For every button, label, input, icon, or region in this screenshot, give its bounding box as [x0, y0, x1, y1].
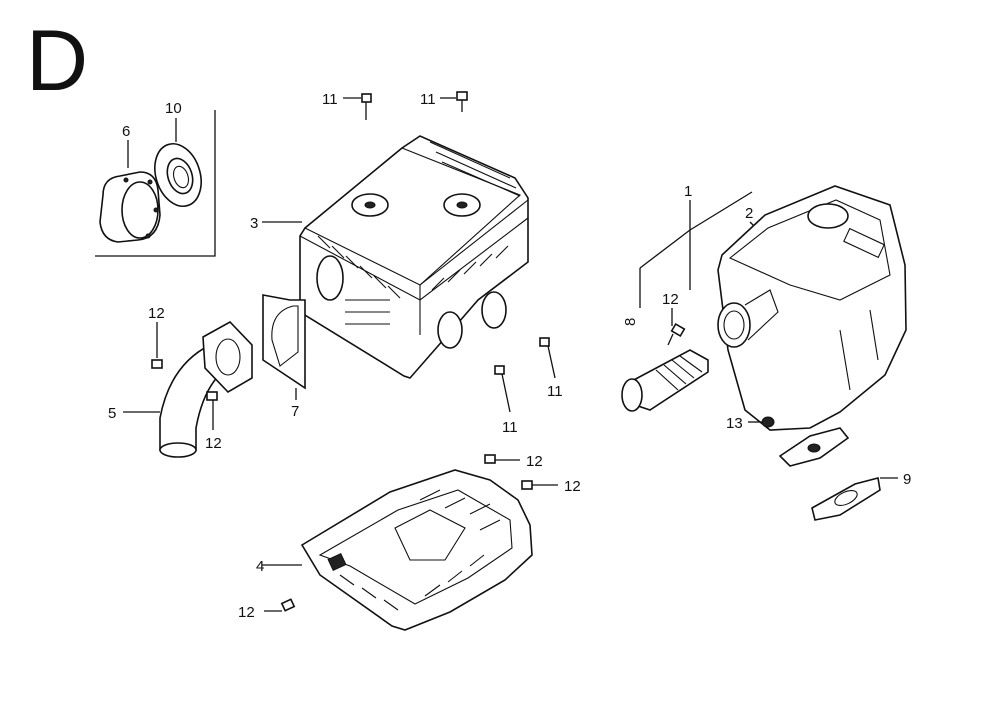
- muffler-gasket: [811, 477, 898, 521]
- callout-10: 10: [165, 100, 182, 117]
- callout-12-pipe-upper: 12: [148, 305, 165, 322]
- callout-6: 6: [122, 123, 130, 140]
- callout-7: 7: [291, 403, 299, 420]
- callout-11-lower-right: 11: [547, 383, 563, 400]
- exhaust-gasket: [262, 294, 306, 400]
- callout-1: 1: [684, 183, 692, 200]
- callout-13: 13: [726, 415, 743, 432]
- nut-13: [748, 416, 775, 428]
- spark-arrester-cap: [99, 140, 161, 243]
- bolt-11-top-left: [343, 93, 372, 120]
- bolt-11-lower-left: [494, 365, 511, 413]
- inset-bracket-line: [95, 110, 216, 257]
- muffler-base-plate: [262, 469, 533, 631]
- muffler-assembly: [639, 185, 907, 467]
- callout-11-lower-left: 11: [502, 419, 518, 436]
- bolt-12-screen: [667, 308, 686, 346]
- bolt-12-pipe-lower: [206, 391, 218, 430]
- callout-4: 4: [256, 558, 264, 575]
- bolt-12-base-lower: [264, 598, 296, 612]
- bolt-12-base-right: [521, 480, 558, 490]
- callout-12-pipe-lower: 12: [205, 435, 222, 452]
- muffler-protector: [262, 135, 529, 379]
- callout-2: 2: [745, 205, 753, 222]
- exhaust-pipe: [123, 321, 253, 458]
- bolt-12-base-upper: [484, 454, 520, 464]
- callout-12-base-lower: 12: [238, 604, 255, 621]
- spark-arrester-screen: [621, 349, 709, 412]
- section-letter: D: [26, 13, 89, 109]
- callout-11-top-left: 11: [322, 91, 338, 108]
- bolt-11-top-right: [440, 91, 468, 112]
- callout-8: 8: [622, 318, 639, 326]
- callout-9: 9: [903, 471, 911, 488]
- bolt-12-pipe-upper: [151, 322, 163, 369]
- cap-gasket: [154, 118, 202, 207]
- callout-3: 3: [250, 215, 258, 232]
- callout-11-top-right: 11: [420, 91, 436, 108]
- callout-12-base-right: 12: [564, 478, 581, 495]
- callout-12-screen: 12: [662, 291, 679, 308]
- bolt-11-lower-right: [539, 337, 556, 379]
- callout-12-base-upper: 12: [526, 453, 543, 470]
- callout-5: 5: [108, 405, 116, 422]
